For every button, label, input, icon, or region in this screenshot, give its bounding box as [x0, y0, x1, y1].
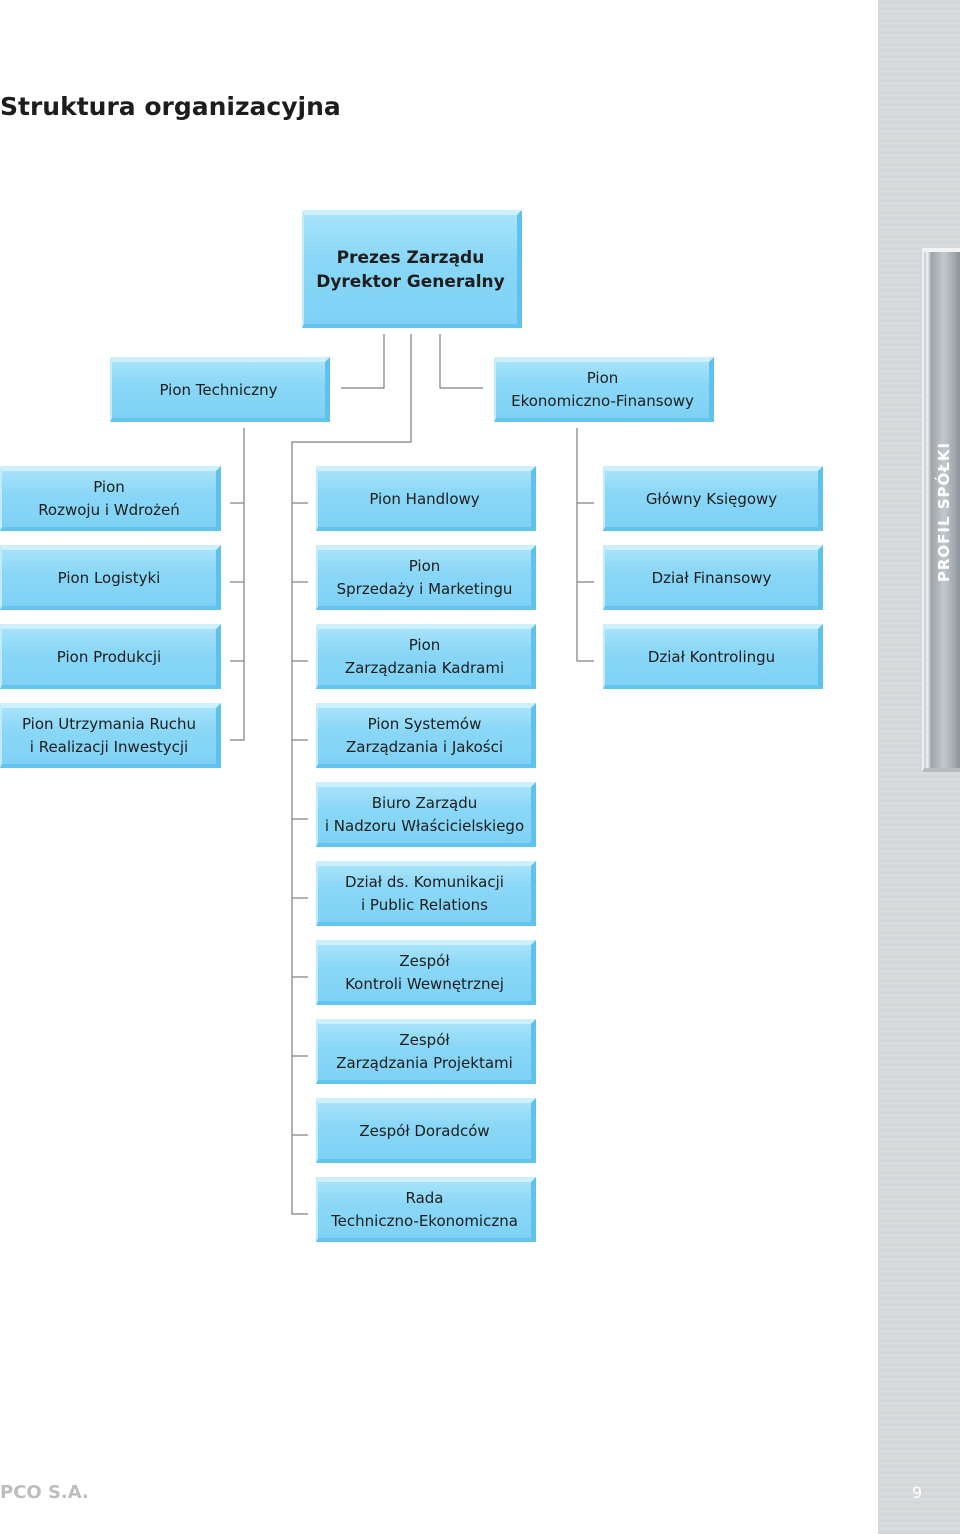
ceo-title-line2: Dyrektor Generalny [316, 271, 505, 292]
section-tab [922, 248, 960, 772]
middle-unit-box: Rada Techniczno-Ekonomiczna [316, 1177, 536, 1242]
pion-ekonomiczno-finansowy-box: Pion Ekonomiczno-Finansowy [494, 357, 714, 422]
right-unit-label: Dział Kontrolingu [647, 647, 776, 666]
middle-unit-label: Dział ds. Komunikacji i Public Relations [345, 873, 504, 914]
left-unit-box: Pion Rozwoju i Wdrożeń [0, 466, 221, 531]
middle-unit-box: Pion Sprzedaży i Marketingu [316, 545, 536, 610]
connector-ceo-middle [291, 334, 412, 1215]
middle-unit-label: Pion Sprzedaży i Marketingu [336, 557, 513, 598]
connector-techniczny-left [230, 428, 245, 741]
middle-unit-box: Pion Zarządzania Kadrami [316, 624, 536, 689]
middle-unit-box: Biuro Zarządu i Nadzoru Właścicielskiego [316, 782, 536, 847]
page-title: Struktura organizacyjna [0, 92, 341, 121]
ceo-box: Prezes Zarządu Dyrektor Generalny [302, 210, 522, 328]
middle-unit-label: Pion Zarządzania Kadrami [344, 636, 505, 677]
left-unit-label: Pion Logistyki [57, 568, 161, 587]
middle-unit-label: Pion Systemów Zarządzania i Jakości [345, 715, 504, 756]
footer-company-name: PCO S.A. [0, 1482, 89, 1503]
left-unit-label: Pion Rozwoju i Wdrożeń [38, 478, 180, 519]
middle-unit-box: Zespół Kontroli Wewnętrznej [316, 940, 536, 1005]
right-unit-label: Dział Finansowy [651, 568, 772, 587]
right-unit-box: Dział Kontrolingu [603, 624, 823, 689]
pion-techniczny-box: Pion Techniczny [110, 357, 330, 422]
left-unit-label: Pion Utrzymania Ruchu i Realizacji Inwes… [21, 715, 197, 756]
connector-ekon-right [576, 428, 594, 662]
middle-unit-label: Pion Handlowy [369, 489, 480, 508]
left-unit-box: Pion Utrzymania Ruchu i Realizacji Inwes… [0, 703, 221, 768]
connector-ceo-ekon [439, 334, 483, 389]
middle-unit-label: Biuro Zarządu i Nadzoru Właścicielskiego [324, 794, 525, 835]
middle-unit-box: Zespół Zarządzania Projektami [316, 1019, 536, 1084]
connector-ceo-techniczny [341, 334, 385, 389]
middle-unit-label: Zespół Kontroli Wewnętrznej [345, 952, 504, 993]
right-unit-label: Główny Księgowy [645, 489, 778, 508]
right-unit-box: Dział Finansowy [603, 545, 823, 610]
middle-unit-box: Pion Handlowy [316, 466, 536, 531]
left-unit-box: Pion Logistyki [0, 545, 221, 610]
pion-ekonomiczno-finansowy-label: Pion Ekonomiczno-Finansowy [511, 369, 694, 410]
middle-unit-box: Pion Systemów Zarządzania i Jakości [316, 703, 536, 768]
middle-unit-label: Zespół Doradców [359, 1121, 490, 1140]
middle-unit-box: Dział ds. Komunikacji i Public Relations [316, 861, 536, 926]
middle-unit-label: Zespół Zarządzania Projektami [336, 1031, 513, 1072]
middle-unit-label: Rada Techniczno-Ekonomiczna [331, 1189, 518, 1230]
ceo-title-line1: Prezes Zarządu [336, 247, 485, 268]
pion-techniczny-label: Pion Techniczny [159, 380, 278, 399]
right-unit-box: Główny Księgowy [603, 466, 823, 531]
left-unit-label: Pion Produkcji [56, 647, 162, 666]
page-number: 9 [912, 1483, 923, 1502]
left-unit-box: Pion Produkcji [0, 624, 221, 689]
middle-unit-box: Zespół Doradców [316, 1098, 536, 1163]
